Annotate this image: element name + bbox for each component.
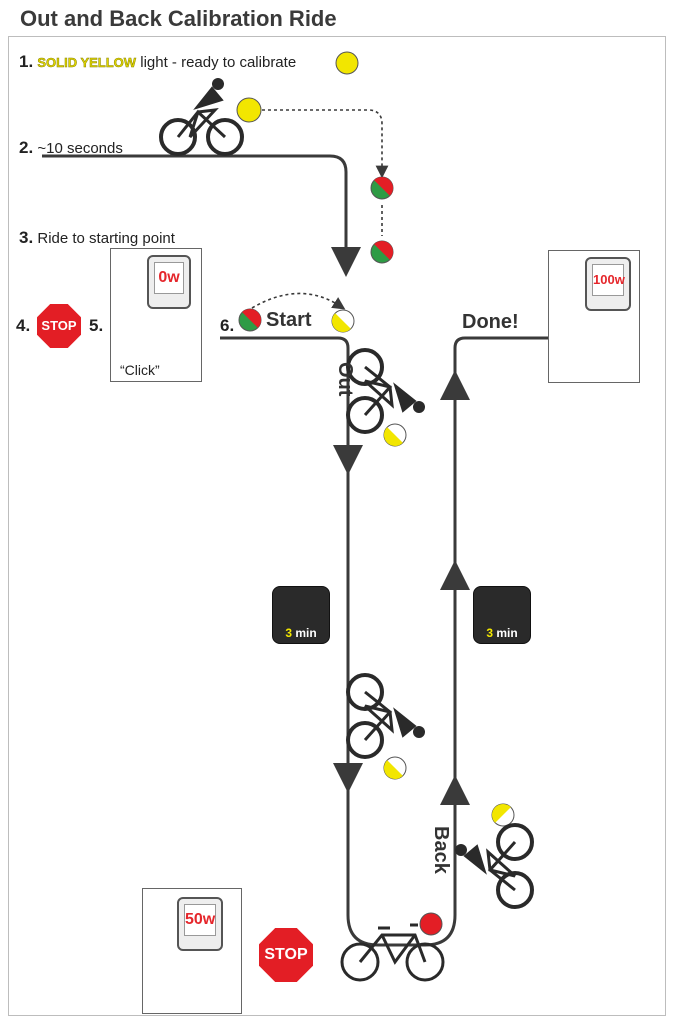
red-light-turnaround [419,912,443,936]
yellow-white-light-out1 [383,423,407,447]
step-4-label: 4. [16,316,31,335]
power-readout-2: 100w [592,264,625,296]
page-title: Out and Back Calibration Ride [20,6,337,31]
device-panel-start: 0w [110,248,202,382]
click-label: “Click” [120,362,160,378]
dotted-transition-1 [262,109,389,179]
timer-badge-out: 3 min [272,586,330,644]
done-label: Done! [462,311,519,333]
back-label: Back [430,826,452,874]
stop-sign-icon-1: STOP [37,304,81,348]
timer-badge-back: 3 min [473,586,531,644]
diagram-frame [8,36,666,1016]
rider-bike-icon-out2 [346,673,425,759]
out-label: Out [334,362,356,397]
solid-yellow-text: SOLID YELLOW [37,55,137,71]
yellow-light-step1 [335,51,359,75]
bike-computer-icon-2: 100w [585,257,631,311]
step-6-label: 6. [220,316,235,335]
step-5-label: 5. [89,316,104,335]
yellow-white-light-start [331,309,355,333]
device-panel-turnaround: 50w [142,888,242,1014]
device-panel-done: 100w [548,250,640,383]
red-green-light-start [238,308,262,332]
bike-computer-icon-3: 50w [177,897,223,951]
approach-path [42,154,361,277]
out-path [220,336,363,475]
yellow-white-light-back [491,803,515,827]
yellow-light-ready [236,97,262,123]
power-readout-3: 50w [184,904,216,936]
yellow-white-light-out2 [383,756,407,780]
step-3-label: 3. Ride to starting point [19,228,175,247]
turnaround-path [346,775,470,947]
bike-computer-icon-1: 0w [147,255,191,309]
start-label: Start [266,309,312,331]
done-path [453,336,548,385]
rider-bike-icon-top [159,78,244,156]
rider-bike-icon-back [455,823,534,909]
dotted-start-arc [251,292,346,310]
rider-bike-icon-out1 [346,348,425,434]
parked-bike-icon [340,923,445,982]
stop-sign-icon-2: STOP [259,928,313,982]
step-1-label: 1. SOLID YELLOW light - ready to calibra… [19,52,297,71]
red-green-light-1 [370,176,394,200]
red-green-light-2 [370,240,394,264]
power-readout-1: 0w [154,262,184,294]
step-2-label: 2. ~10 seconds [19,138,123,157]
